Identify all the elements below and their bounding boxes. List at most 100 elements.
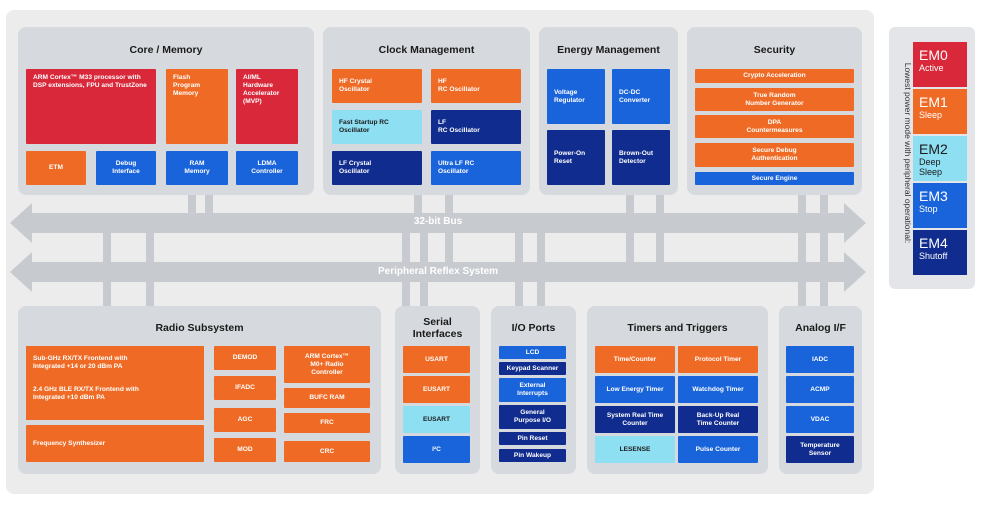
clock-title: Clock Management (378, 44, 475, 56)
lcd-block: LCD (499, 346, 566, 359)
em2-desc: Deep Sleep (919, 157, 943, 177)
io-panel: I/O Ports LCD Keypad Scanner External In… (491, 306, 576, 474)
em3-name: EM3 (919, 188, 948, 204)
crc-block: CRC (284, 441, 370, 462)
external-interrupts-block: External Interrupts (499, 378, 566, 402)
lf-rc-block: LF RC Oscillator (431, 110, 521, 144)
pin-reset-block: Pin Reset (499, 432, 566, 445)
security-title: Security (753, 44, 796, 56)
pin-wakeup-block: Pin Wakeup (499, 449, 566, 462)
ldma-block: LDMA Controller (236, 151, 298, 185)
connector (445, 190, 453, 280)
core-memory-title: Core / Memory (129, 44, 203, 56)
subghz-frontend-text: Sub-GHz RX/TX Frontend with Integrated +… (33, 355, 128, 370)
em0-swatch: EM0 Active (913, 42, 967, 87)
security-panel: Security Crypto Acceleration True Random… (687, 27, 862, 195)
lf-crystal-block: LF Crystal Oscillator (332, 151, 422, 185)
radio-title: Radio Subsystem (155, 322, 244, 334)
usart-block: USART (403, 346, 470, 373)
energy-panel: Energy Management Voltage Regulator DC-D… (539, 27, 678, 195)
serial-panel: Serial Interfaces USART EUSART EUSART I²… (395, 306, 480, 474)
flash-block: Flash Program Memory (166, 69, 228, 144)
bus-prs-arrow (10, 252, 866, 292)
timer-counter-block: Time/Counter (595, 346, 675, 373)
fast-rc-block: Fast Startup RC Oscillator (332, 110, 422, 144)
demod-block: DEMOD (214, 346, 276, 370)
bus-prs-label: Peripheral Reflex System (377, 266, 499, 277)
ai-accelerator-block: AI/ML Hardware Accelerator (MVP) (236, 69, 298, 144)
watchdog-timer-block: Watchdog Timer (678, 376, 758, 403)
em4-desc: Shutoff (919, 251, 948, 261)
voltage-regulator-block: Voltage Regulator (547, 69, 605, 124)
serial-title: Serial Interfaces (412, 316, 463, 340)
dpa-block: DPA Countermeasures (695, 115, 854, 138)
bus-prs: Peripheral Reflex System (10, 252, 866, 292)
eusart-block-2: EUSART (403, 406, 470, 433)
analog-panel: Analog I/F IADC ACMP VDAC Temperature Se… (779, 306, 862, 474)
ifadc-block: IFADC (214, 376, 276, 400)
crypto-acceleration-block: Crypto Acceleration (695, 69, 854, 83)
connector (798, 190, 806, 308)
ulf-rc-block: Ultra LF RC Oscillator (431, 151, 521, 185)
connector (188, 190, 196, 230)
brown-out-detector-block: Brown-Out Detector (612, 130, 670, 185)
io-title: I/O Ports (511, 322, 556, 334)
connector (656, 190, 664, 280)
hf-crystal-block: HF Crystal Oscillator (332, 69, 422, 103)
frc-block: FRC (284, 413, 370, 433)
em4-swatch: EM4 Shutoff (913, 230, 967, 275)
timers-title: Timers and Triggers (627, 322, 728, 334)
bus-32bit-label: 32-bit Bus (413, 216, 463, 227)
debug-interface-block: Debug Interface (96, 151, 156, 185)
em3-swatch: EM3 Stop (913, 183, 967, 228)
hf-rc-block: HF RC Oscillator (431, 69, 521, 103)
em1-swatch: EM1 Sleep (913, 89, 967, 134)
bus-32bit: 32-bit Bus (10, 203, 866, 243)
low-energy-timer-block: Low Energy Timer (595, 376, 675, 403)
em1-name: EM1 (919, 94, 948, 110)
rf-frontend-block: Sub-GHz RX/TX Frontend with Integrated +… (26, 346, 204, 420)
em2-swatch: EM2 Deep Sleep (913, 136, 967, 181)
em1-desc: Sleep (919, 110, 943, 120)
vdac-block: VDAC (786, 406, 854, 433)
secure-debug-block: Secure Debug Authentication (695, 143, 854, 167)
ram-block: RAM Memory (166, 151, 228, 185)
radio-panel: Radio Subsystem Sub-GHz RX/TX Frontend w… (18, 306, 381, 474)
core-memory-panel: Core / Memory ARM Cortex™ M33 processor … (18, 27, 314, 195)
ble-frontend-text: 2.4 GHz BLE RX/TX Frontend with Integrat… (33, 386, 139, 401)
acmp-block: ACMP (786, 376, 854, 403)
radio-controller-block: ARM Cortex™ M0+ Radio Controller (284, 346, 370, 383)
gpio-block: General Purpose I/O (499, 405, 566, 429)
backup-rtc-block: Back-Up Real Time Counter (678, 406, 758, 433)
timers-panel: Timers and Triggers Time/Counter Protoco… (587, 306, 768, 474)
analog-title: Analog I/F (795, 322, 846, 334)
mod-block: MOD (214, 438, 276, 462)
bufc-ram-block: BUFC RAM (284, 388, 370, 408)
connector (414, 190, 422, 228)
dcdc-converter-block: DC-DC Converter (612, 69, 670, 124)
iadc-block: IADC (786, 346, 854, 373)
em4-name: EM4 (919, 235, 948, 251)
energy-title: Energy Management (557, 44, 660, 56)
keypad-block: Keypad Scanner (499, 362, 566, 375)
power-on-reset-block: Power-On Reset (547, 130, 605, 185)
cpu-block: ARM Cortex™ M33 processor with DSP exten… (26, 69, 156, 144)
clock-panel: Clock Management HF Crystal Oscillator H… (323, 27, 530, 195)
i2c-block: I²C (403, 436, 470, 463)
em3-desc: Stop (919, 204, 938, 214)
energy-mode-legend: Lowest power mode with peripheral operat… (889, 27, 975, 289)
etm-block: ETM (26, 151, 86, 185)
protocol-timer-block: Protocol Timer (678, 346, 758, 373)
lesense-block: LESENSE (595, 436, 675, 463)
rtc-block: System Real Time Counter (595, 406, 675, 433)
em2-name: EM2 (919, 141, 948, 157)
eusart-block: EUSART (403, 376, 470, 403)
connector (626, 190, 634, 280)
frequency-synthesizer-block: Frequency Synthesizer (26, 425, 204, 462)
agc-block: AGC (214, 408, 276, 432)
trng-block: True Random Number Generator (695, 88, 854, 111)
pulse-counter-block: Pulse Counter (678, 436, 758, 463)
em0-desc: Active (919, 63, 944, 73)
bus-32bit-arrow (10, 203, 866, 243)
temperature-sensor-block: Temperature Sensor (786, 436, 854, 463)
